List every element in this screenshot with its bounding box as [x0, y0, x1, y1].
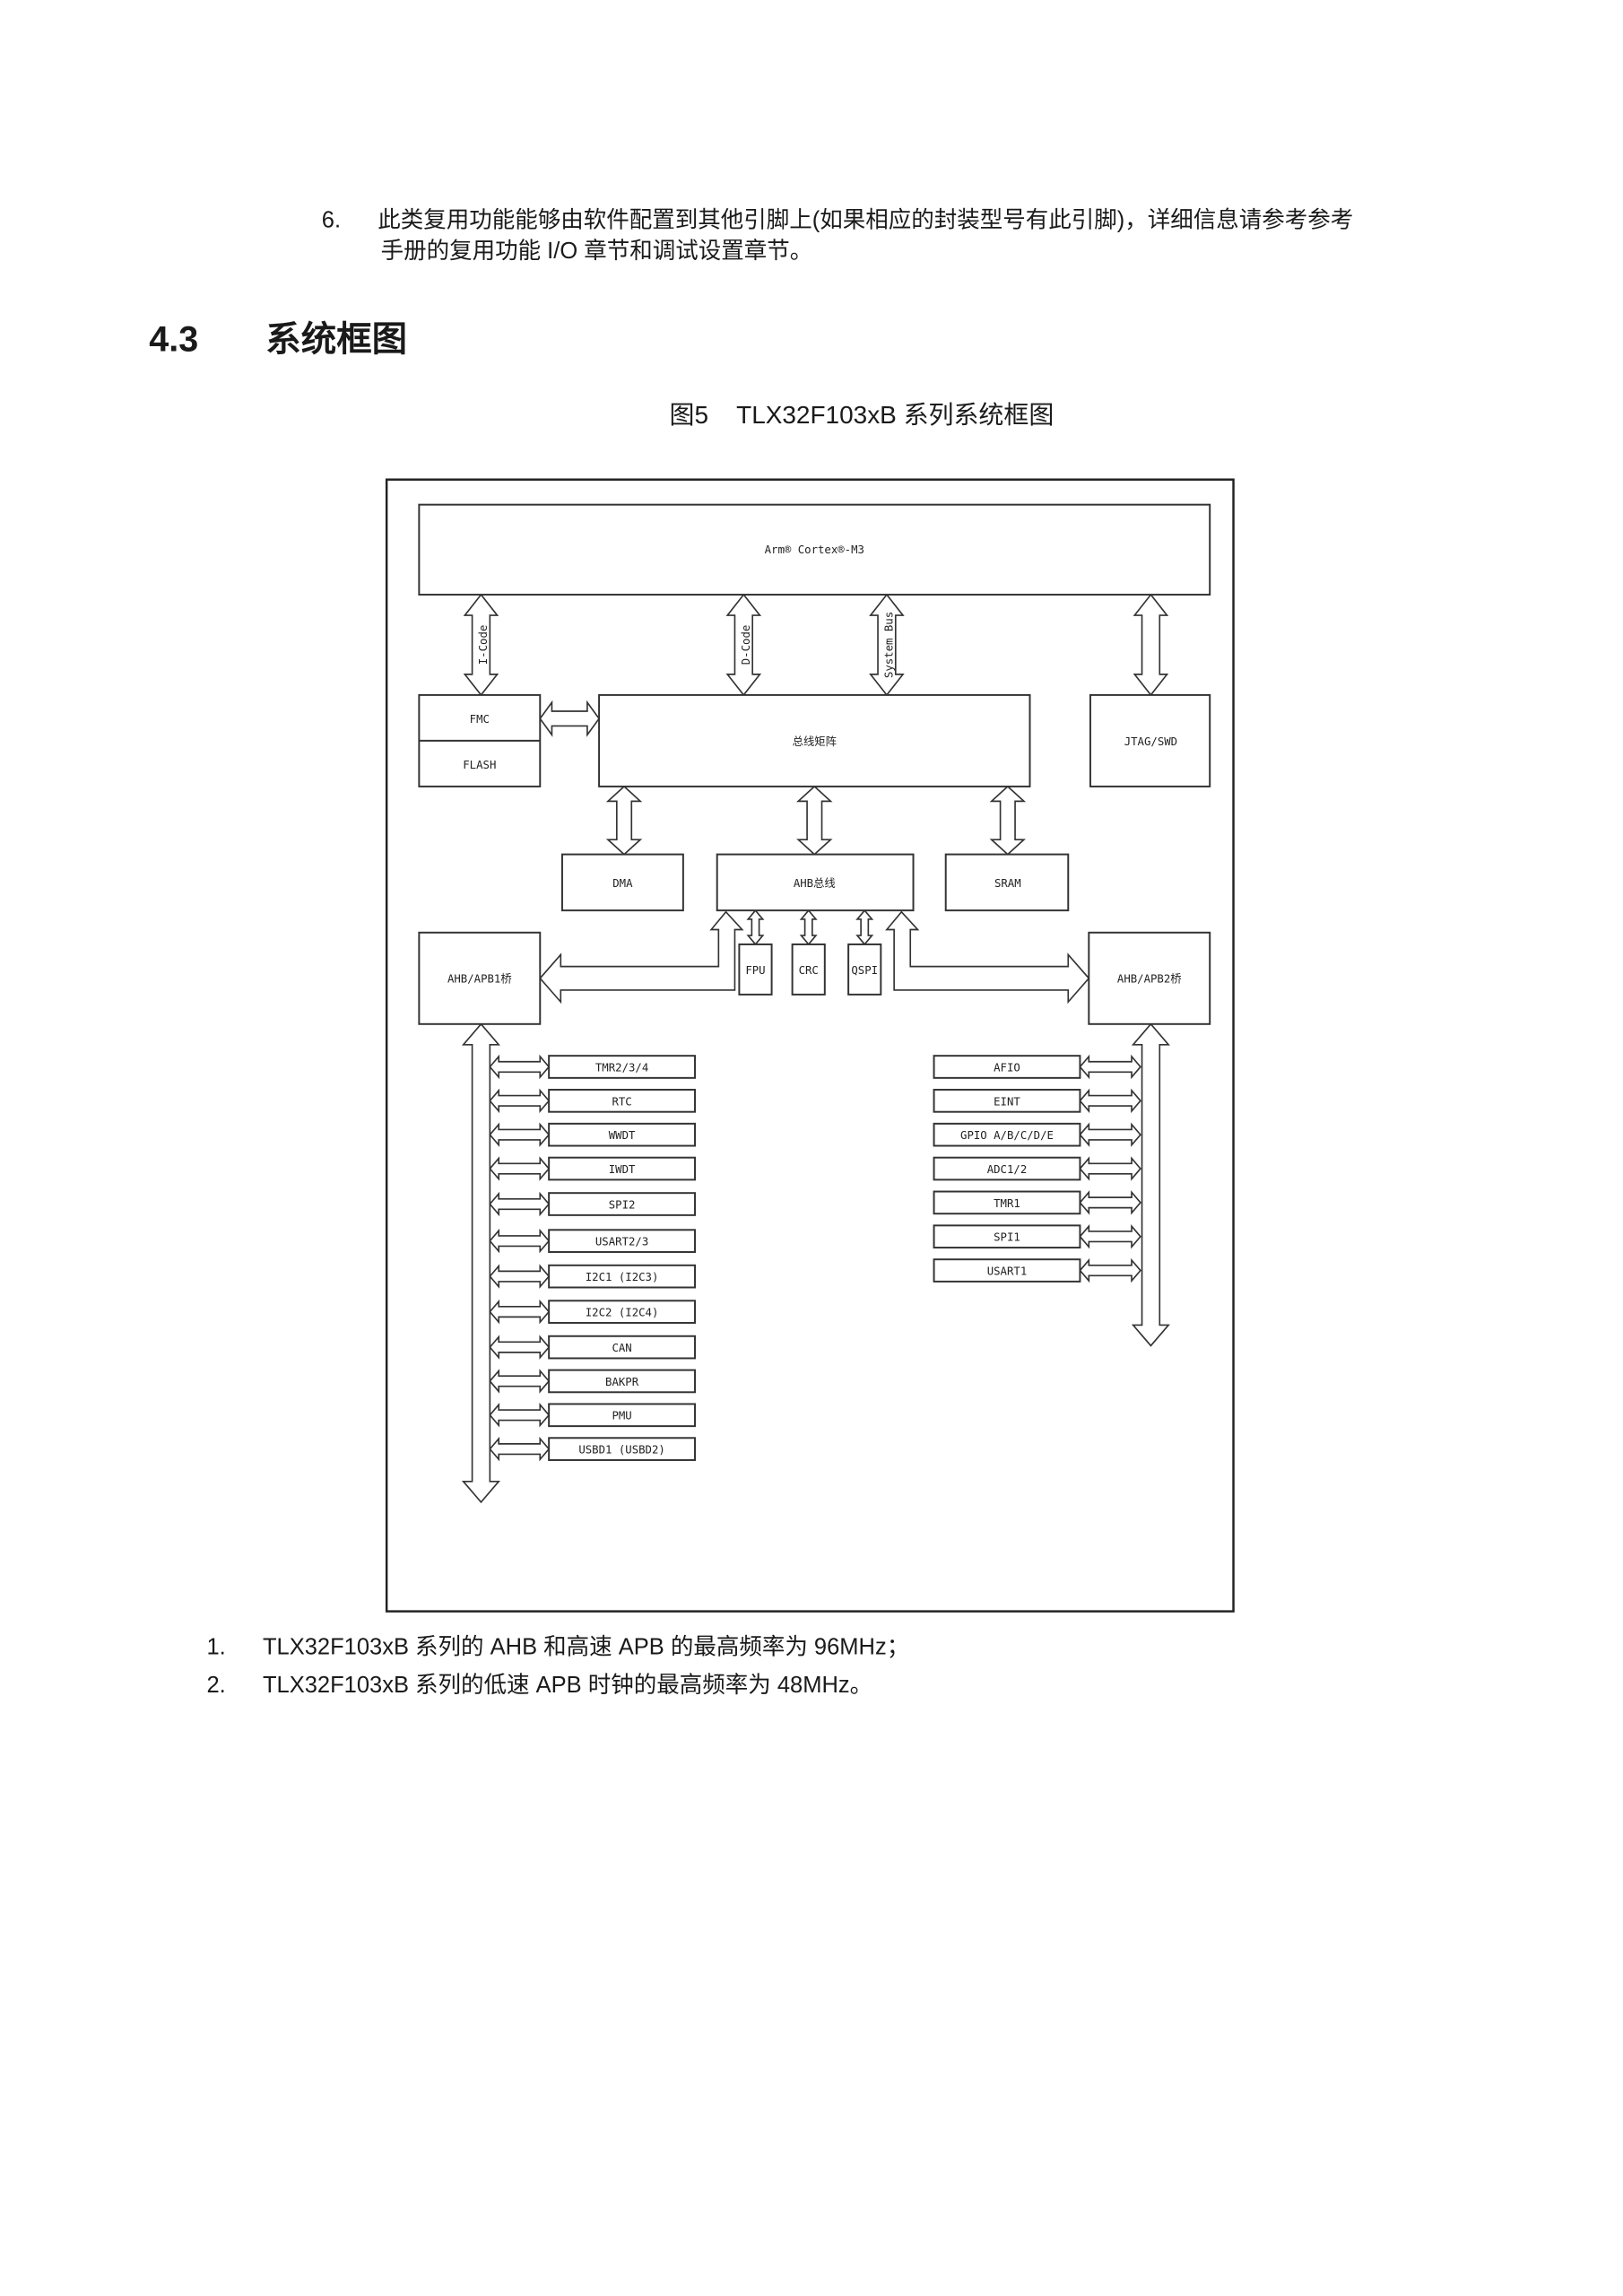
dcode-label: D-Code [740, 625, 752, 665]
apb1-peripheral-block [548, 1089, 697, 1113]
diagram-frame [385, 478, 1235, 1613]
section-number: 4.3 [149, 320, 198, 360]
apb1-peripheral-label: I2C2 (I2C4) [586, 1307, 659, 1319]
apb1-peripheral-block [548, 1335, 697, 1360]
apb1-peripheral-label: IWDT [609, 1163, 636, 1176]
qspi-block [847, 943, 882, 996]
ahb-apb2-bridge-label: AHB/APB2桥 [1117, 973, 1182, 986]
bus-arrows [461, 593, 1170, 1504]
figure-caption: 图5 TLX32F103xB 系列系统框图 [670, 401, 1055, 429]
apb2-peripheral-block [933, 1156, 1081, 1181]
flash-label: FLASH [463, 759, 496, 771]
apb2-peripheral-label: AFIO [994, 1061, 1020, 1074]
apb1-peripheral-block [548, 1437, 697, 1461]
note-number: 2. [206, 1673, 225, 1698]
apb2-peripheral-block [933, 1089, 1081, 1113]
jtag-swd-block [1089, 693, 1211, 787]
fpu-block [738, 943, 773, 996]
note-text-line1: 此类复用功能能够由软件配置到其他引脚上(如果相应的封装型号有此引脚)，详细信息请… [378, 207, 1353, 232]
system-bus-label: System Bus [882, 612, 895, 678]
apb1-peripheral-label: SPI2 [609, 1198, 636, 1211]
apb1-peripheral-label: WWDT [609, 1129, 636, 1142]
apb2-peripheral-label: TMR1 [994, 1197, 1020, 1210]
dma-block [560, 853, 684, 912]
apb1-peripheral-block [548, 1403, 697, 1428]
section-title: 系统框图 [265, 320, 407, 360]
apb1-peripheral-block [548, 1369, 697, 1394]
apb2-peripheral-label: GPIO A/B/C/D/E [960, 1129, 1054, 1142]
note-text-line2: 手册的复用功能 I/O 章节和调试设置章节。 [381, 239, 813, 264]
cortex-m3-label: Arm® Cortex®-M3 [765, 544, 864, 556]
ahb-apb2-bridge-block [1088, 931, 1211, 1025]
apb2-peripheral-block [933, 1055, 1081, 1079]
apb1-peripheral-block [548, 1229, 697, 1253]
crc-label: CRC [799, 964, 819, 977]
jtag-swd-label: JTAG/SWD [1124, 735, 1177, 748]
bus-matrix-block [598, 693, 1031, 787]
sram-block [944, 853, 1070, 912]
apb1-peripheral-block [548, 1264, 697, 1289]
apb2-peripheral-arrow [1079, 1257, 1141, 1283]
apb1-peripheral-block [548, 1055, 697, 1079]
apb1-peripheral-label: CAN [612, 1342, 631, 1354]
apb1-peripheral-block [548, 1156, 697, 1181]
apb1-peripheral-label: PMU [612, 1410, 631, 1422]
apb2-peripheral-arrow [1079, 1156, 1141, 1181]
ahb-bus-block [716, 853, 915, 912]
fpu-label: FPU [745, 964, 765, 977]
apb1-peripheral-label: I2C1 (I2C3) [586, 1271, 659, 1283]
qspi-label: QSPI [851, 964, 878, 977]
apb2-peripheral-label: USART1 [987, 1265, 1028, 1277]
ahb-apb1-bridge-block [418, 931, 542, 1025]
fmc-label: FMC [470, 713, 490, 726]
crc-block [791, 943, 826, 996]
cortex-m3-block [418, 503, 1211, 596]
apb2-peripheral-label: EINT [994, 1095, 1020, 1108]
apb2-peripheral-block [933, 1122, 1081, 1147]
apb1-bus-arrow [461, 1022, 500, 1504]
apb2-peripheral-arrow [1079, 1122, 1141, 1147]
apb2-peripheral-label: SPI1 [994, 1231, 1020, 1244]
apb1-peripheral-block [548, 1300, 697, 1324]
apb1-peripheral-label: USART2/3 [595, 1236, 648, 1248]
note-text: TLX32F103xB 系列的低速 APB 时钟的最高频率为 48MHz。 [263, 1673, 872, 1698]
note-number: 6. [322, 207, 341, 232]
apb1-peripheral-label: RTC [612, 1095, 631, 1108]
sram-label: SRAM [994, 877, 1021, 890]
system-block-diagram: Arm® Cortex®-M3 I-Code D-Code System Bus… [385, 478, 1235, 1613]
apb1-peripheral-block [548, 1192, 697, 1216]
apb1-peripheral-label: BAKPR [605, 1376, 639, 1388]
apb2-peripheral-list: AFIO EINT GPIO A/B/C/D/E ADC1/2TMR1SPI1USAR… [933, 1054, 1141, 1283]
dma-label: DMA [612, 877, 633, 890]
note-text: TLX32F103xB 系列的 AHB 和高速 APB 的最高频率为 96MHz… [263, 1634, 909, 1659]
apb2-bus-arrow [1131, 1022, 1170, 1347]
apb2-peripheral-label: ADC1/2 [987, 1163, 1028, 1176]
note-number: 1. [206, 1634, 225, 1659]
apb1-peripheral-block [548, 1122, 697, 1147]
ahb-apb1-bridge-label: AHB/APB1桥 [447, 973, 512, 986]
bus-matrix-label: 总线矩阵 [793, 735, 837, 748]
apb2-peripheral-arrow [1079, 1190, 1141, 1215]
apb2-peripheral-block [933, 1190, 1081, 1215]
apb2-peripheral-arrow [1079, 1223, 1141, 1249]
apb1-peripheral-label: TMR2/3/4 [595, 1061, 648, 1074]
apb2-peripheral-arrow [1079, 1054, 1141, 1080]
icode-label: I-Code [477, 625, 490, 665]
apb2-peripheral-block [933, 1258, 1081, 1283]
ahb-bus-label: AHB总线 [794, 877, 836, 890]
apb1-peripheral-label: USBD1 (USBD2) [578, 1444, 664, 1457]
apb2-peripheral-block [933, 1224, 1081, 1249]
apb2-peripheral-arrow [1079, 1088, 1141, 1114]
